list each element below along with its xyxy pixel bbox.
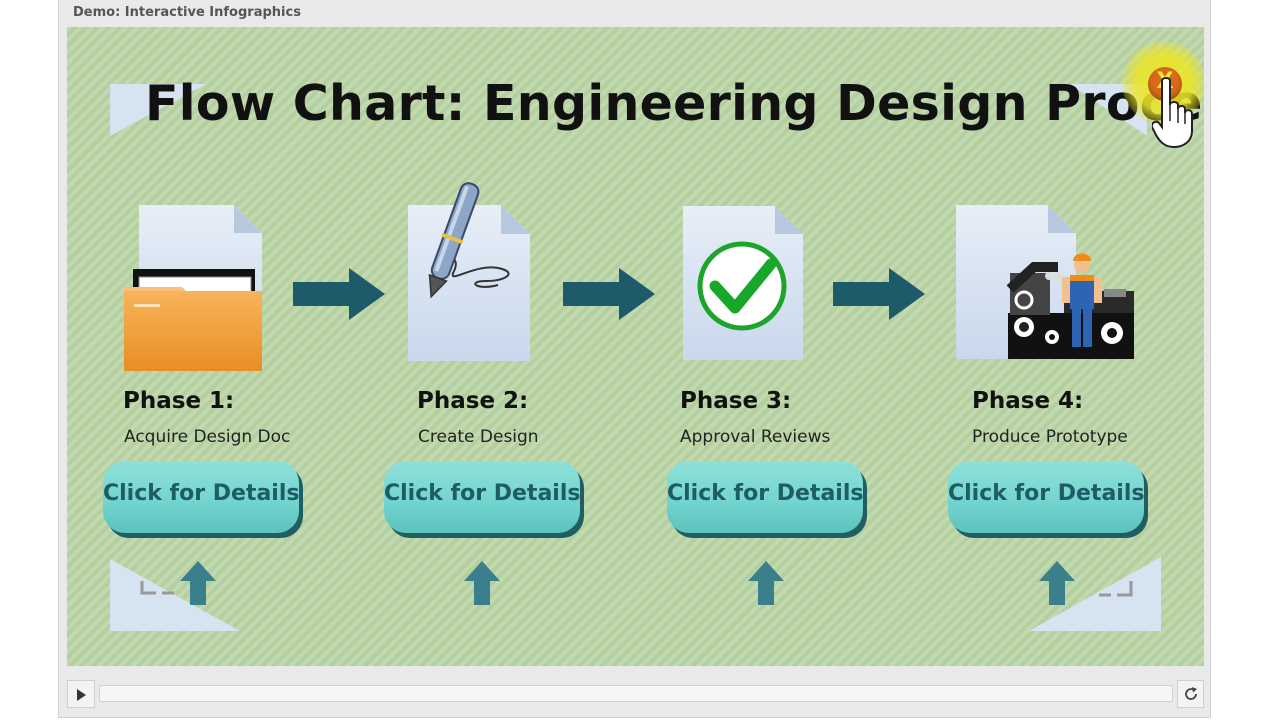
machine-worker-icon [956,205,1134,359]
details-button-label: Click for Details [948,481,1145,506]
flow-arrow-right-icon [833,268,925,320]
button-face [948,461,1144,533]
flow-arrow-right-icon [293,268,385,320]
replay-button[interactable] [1177,680,1204,708]
folder-document-icon [124,205,262,371]
hand-cursor-icon [1152,77,1193,149]
phase-1-subtitle: Acquire Design Doc [124,427,291,447]
slide-stage: Flow Chart: Engineering Design Process X [67,27,1204,666]
phase-3-details-button[interactable]: Click for Details [667,461,867,539]
phase-1-details-button[interactable]: Click for Details [103,461,303,539]
phase-3-subtitle: Approval Reviews [680,427,831,447]
window-title: Demo: Interactive Infographics [73,5,301,20]
player-window: Demo: Interactive Infographics Flow Char… [58,0,1211,718]
button-face [103,461,299,533]
flow-arrow-right-icon [563,268,655,320]
play-button[interactable] [67,680,95,708]
phase-3-heading: Phase 3: [680,388,792,414]
checkmark-icon [683,206,803,360]
button-face [384,461,580,533]
phase-2-subtitle: Create Design [418,427,539,447]
button-face [667,461,863,533]
progress-bar[interactable] [99,685,1173,702]
phase-2-heading: Phase 2: [417,388,529,414]
bottom-corner-decoration-left [110,559,240,631]
phase-4-heading: Phase 4: [972,388,1084,414]
title-corner-decoration-left [110,84,206,136]
replay-icon [1184,687,1197,700]
phase-4-subtitle: Produce Prototype [972,427,1128,447]
player-controls [67,680,1204,708]
bottom-corner-decoration-right [1029,557,1161,631]
play-icon [77,689,86,701]
pen-signature-icon [408,182,530,361]
up-arrow-icon [748,561,784,605]
phase-4-details-button[interactable]: Click for Details [948,461,1148,539]
up-arrow-icon [1039,561,1075,605]
up-arrow-icon [180,561,216,605]
phase-1-heading: Phase 1: [123,388,235,414]
up-arrow-icon [464,561,500,605]
phase-2-details-button[interactable]: Click for Details [384,461,584,539]
details-button-label: Click for Details [667,481,864,506]
details-button-label: Click for Details [384,481,581,506]
details-button-label: Click for Details [103,481,300,506]
slide-title: Flow Chart: Engineering Design Process [145,75,1204,132]
